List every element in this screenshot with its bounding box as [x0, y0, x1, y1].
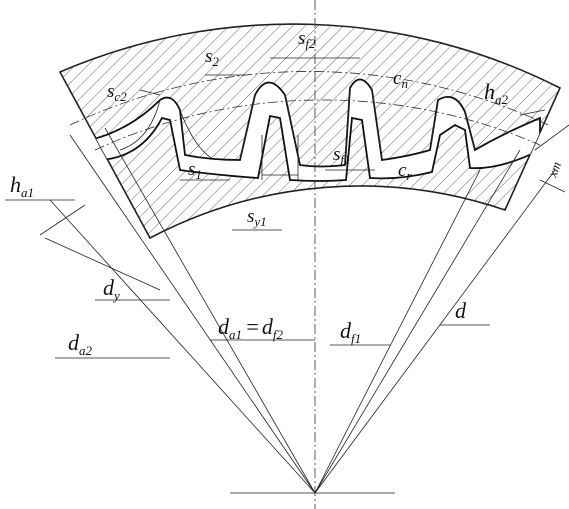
label-c-n: cn — [393, 68, 408, 91]
label-h-a2: ha2 — [484, 79, 509, 107]
label-s-f2: sf2 — [298, 28, 316, 51]
label-d: d — [455, 298, 467, 323]
label-d-f1: df1 — [340, 318, 361, 346]
label-s-c2: sc2 — [107, 81, 127, 104]
label-s-1: s1 — [188, 159, 202, 182]
label-s-2: s2 — [205, 46, 219, 69]
tooth-profiles — [119, 87, 476, 166]
radial-lines — [49, 127, 556, 494]
pitch-arc-2 — [94, 99, 541, 151]
label-s-f1: sf1 — [333, 144, 351, 167]
tooth-dimension-marks — [139, 57, 546, 231]
tooth-mesh-band — [88, 78, 541, 182]
label-s-y1: sy1 — [247, 206, 267, 229]
label-xm: xm — [544, 160, 564, 180]
gear-body-hatched — [58, 23, 562, 240]
label-h-a1: ha1 — [10, 172, 34, 200]
label-c-r: cr — [398, 160, 412, 183]
label-d-a1-eq-d-f2: da1=df2 — [218, 314, 283, 342]
dimension-leaders — [5, 124, 569, 359]
label-d-a2: da2 — [68, 330, 93, 358]
label-d-y: dy — [103, 275, 120, 303]
